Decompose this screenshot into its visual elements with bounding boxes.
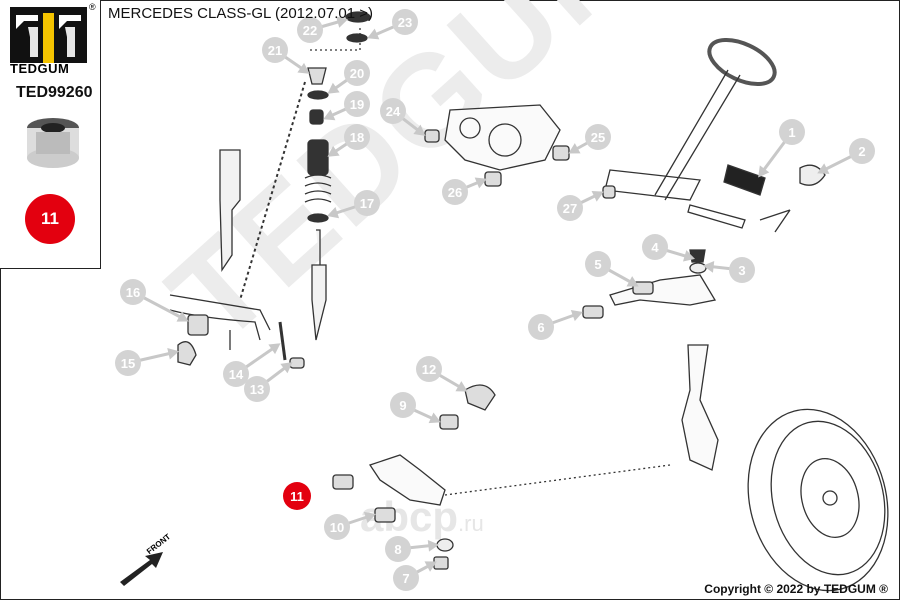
callout-leaders xyxy=(127,16,863,580)
callout-13[interactable]: 13 xyxy=(244,376,270,402)
callout-arrowhead xyxy=(167,347,180,360)
callout-9[interactable]: 9 xyxy=(390,392,416,418)
watermark-site-tld: .ru xyxy=(458,511,484,536)
callout-2[interactable]: 2 xyxy=(849,138,875,164)
callout-8[interactable]: 8 xyxy=(385,536,411,562)
steering-knuckle xyxy=(681,344,719,471)
callout-arrowhead xyxy=(280,362,293,374)
steering-column xyxy=(604,37,791,233)
part-info-panel: ® TEDGUM TED99260 11 xyxy=(0,0,101,269)
callout-arrowhead xyxy=(626,276,639,287)
callout-arrowhead xyxy=(176,311,189,322)
rear-differential xyxy=(444,104,561,171)
callout-arrowhead xyxy=(413,124,426,136)
callout-11[interactable]: 11 xyxy=(283,482,311,510)
front-arrow-icon xyxy=(120,552,163,586)
callout-5[interactable]: 5 xyxy=(585,251,611,277)
callout-20[interactable]: 20 xyxy=(344,60,370,86)
callout-18[interactable]: 18 xyxy=(344,124,370,150)
shock-absorber-strut xyxy=(219,11,371,341)
registered-mark: ® xyxy=(89,2,96,12)
callout-26[interactable]: 26 xyxy=(442,179,468,205)
callout-12[interactable]: 12 xyxy=(416,356,442,382)
callout-10[interactable]: 10 xyxy=(324,514,350,540)
callout-19[interactable]: 19 xyxy=(344,91,370,117)
callout-22[interactable]: 22 xyxy=(297,17,323,43)
callout-16[interactable]: 16 xyxy=(120,279,146,305)
callout-3[interactable]: 3 xyxy=(729,257,755,283)
callout-25[interactable]: 25 xyxy=(585,124,611,150)
highlighted-part-badge: 11 xyxy=(25,194,75,244)
page-title: MERCEDES CLASS-GL (2012.07.01 >) xyxy=(108,5,373,22)
callout-6[interactable]: 6 xyxy=(528,314,554,340)
callout-7[interactable]: 7 xyxy=(393,565,419,591)
brand-name: TEDGUM xyxy=(10,61,70,76)
bushing-27 xyxy=(602,185,616,199)
callout-arrowhead xyxy=(367,28,380,40)
callout-arrowhead xyxy=(327,145,340,157)
bushing-25 xyxy=(552,145,570,161)
callout-arrowhead xyxy=(591,191,604,202)
callout-arrowhead xyxy=(363,511,376,523)
bushing-24 xyxy=(424,129,440,143)
callout-arrowhead xyxy=(327,207,340,219)
callout-23[interactable]: 23 xyxy=(392,9,418,35)
callout-4[interactable]: 4 xyxy=(642,234,668,260)
callout-arrowhead xyxy=(568,143,581,154)
callout-arrowhead xyxy=(268,343,281,355)
steering-boot-part xyxy=(723,164,826,196)
callout-arrowhead xyxy=(474,177,487,189)
callout-arrowhead xyxy=(336,16,349,28)
callout-arrowhead xyxy=(455,381,468,392)
callout-arrowhead xyxy=(570,310,583,322)
part-number: TED99260 xyxy=(16,84,93,101)
callout-arrowhead xyxy=(424,561,437,572)
dotted-guide xyxy=(239,81,306,301)
tedgum-logo xyxy=(10,7,87,63)
callout-15[interactable]: 15 xyxy=(115,350,141,376)
callout-arrowhead xyxy=(297,62,310,74)
bushing-26 xyxy=(484,171,502,187)
wheel xyxy=(747,408,889,592)
callout-1[interactable]: 1 xyxy=(779,119,805,145)
callout-14[interactable]: 14 xyxy=(223,361,249,387)
callout-arrowhead xyxy=(428,412,441,424)
callout-arrowhead xyxy=(702,260,715,273)
callout-arrowhead xyxy=(427,539,440,552)
callout-27[interactable]: 27 xyxy=(557,195,583,221)
callout-24[interactable]: 24 xyxy=(380,98,406,124)
callout-arrowhead xyxy=(327,82,340,94)
callout-17[interactable]: 17 xyxy=(354,190,380,216)
callout-arrowhead xyxy=(817,163,830,174)
callout-21[interactable]: 21 xyxy=(262,37,288,63)
copyright-footer: Copyright © 2022 by TEDGUM ® xyxy=(704,582,888,596)
part-thumbnail xyxy=(27,118,79,168)
stabilizer-bar xyxy=(169,294,305,369)
callout-arrowhead xyxy=(323,109,336,121)
callout-arrowhead xyxy=(758,165,770,178)
lower-control-arm xyxy=(332,384,496,570)
callout-arrowhead xyxy=(682,250,695,262)
